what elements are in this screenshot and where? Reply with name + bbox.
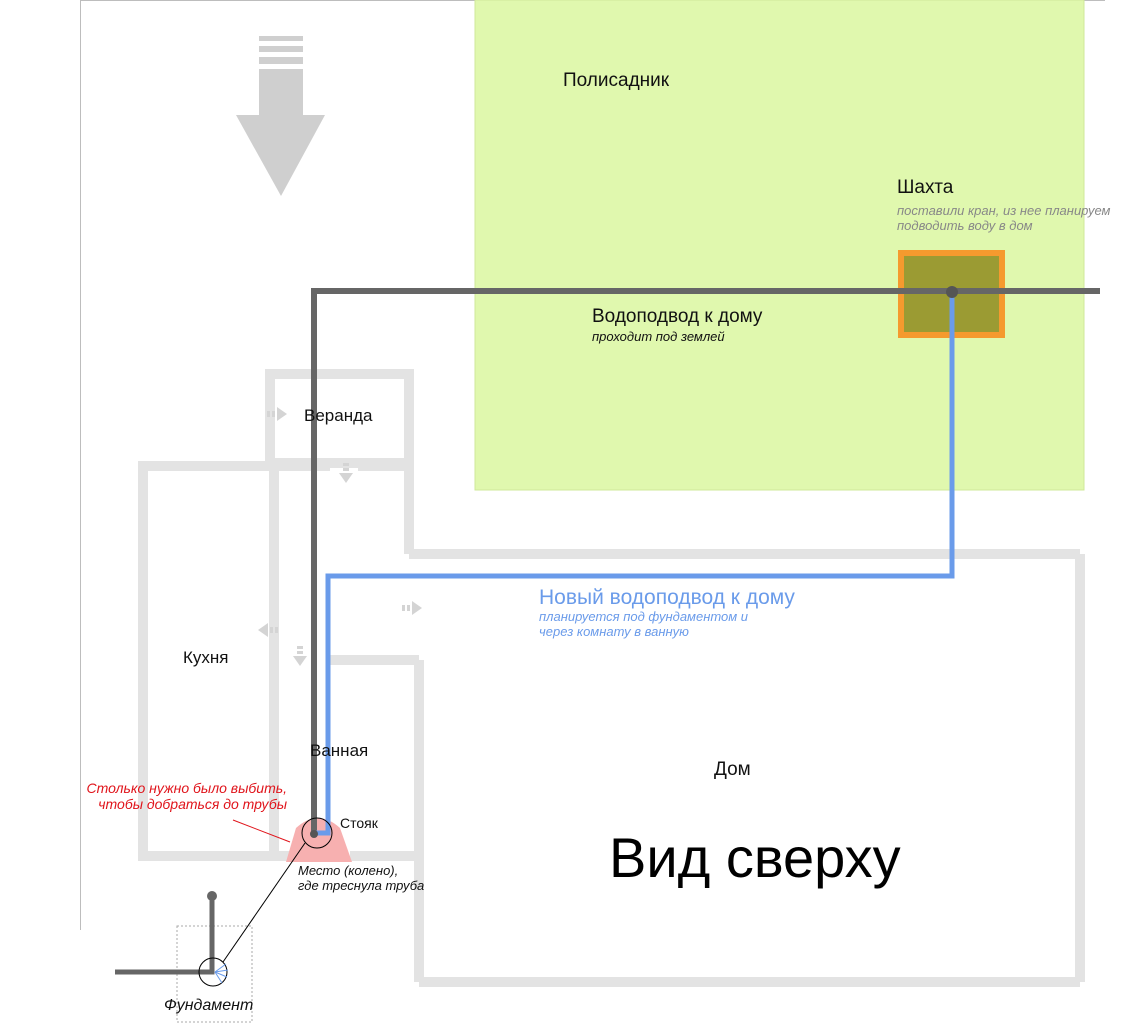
- view-title: Вид сверху: [609, 826, 901, 889]
- foundation-pipe-end: [207, 891, 217, 901]
- old-water-pipe: [311, 288, 1100, 833]
- bathroom-label: Ванная: [310, 741, 369, 760]
- old-pipe-label: Водоподвод к дому: [592, 306, 763, 327]
- old-pipe-note: проходит под землей: [592, 329, 725, 344]
- dug-note: Столько нужно было выбить, чтобы добрать…: [86, 780, 287, 813]
- crack-circle: [301, 817, 333, 849]
- riser-junction: [310, 830, 318, 838]
- house-walls: [138, 369, 1085, 987]
- garden-label: Полисадник: [563, 70, 670, 91]
- veranda-label: Веранда: [304, 406, 373, 425]
- foundation-pipe: [115, 896, 215, 975]
- foundation-crack-circle: [198, 957, 228, 987]
- new-pipe-label: Новый водоподвод к дому: [539, 586, 795, 609]
- crack-note: Место (колено), где треснула труба: [298, 863, 425, 893]
- arrow-down-icon: [236, 36, 325, 196]
- shaft-note: поставили кран, из нее планируем подводи…: [897, 203, 1111, 233]
- garden-area: [474, 0, 1085, 491]
- dug-callout-line: [232, 819, 291, 843]
- kitchen-label: Кухня: [183, 648, 229, 667]
- new-pipe-note: планируется под фундаментом и через комн…: [539, 609, 749, 639]
- door-arrow-icon: [258, 407, 422, 666]
- shaft-junction: [946, 286, 958, 298]
- house-label: Дом: [714, 759, 751, 780]
- riser-label: Стояк: [340, 815, 378, 831]
- crack-mark-icon: [214, 963, 229, 984]
- crack-leader: [222, 842, 306, 963]
- foundation-label: Фундамент: [164, 997, 254, 1014]
- shaft-label: Шахта: [897, 177, 954, 198]
- new-water-pipe: [316, 292, 955, 836]
